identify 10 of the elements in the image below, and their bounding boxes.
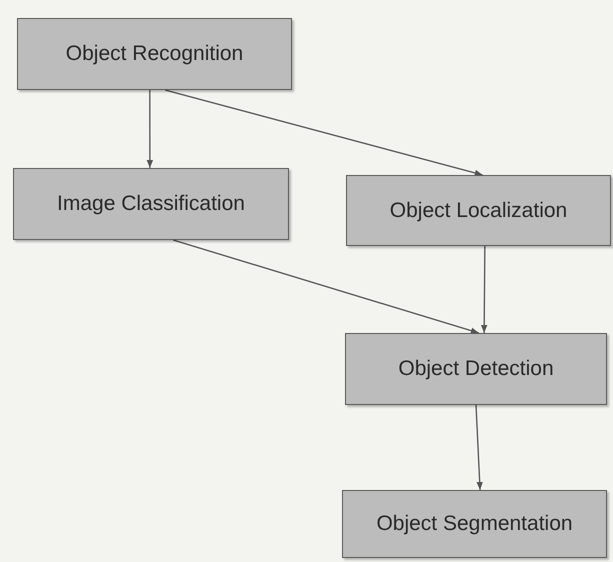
arrow xyxy=(481,246,488,333)
arrow xyxy=(164,89,483,176)
process-box: Image Classification xyxy=(13,168,289,240)
arrow xyxy=(146,90,154,168)
arrow xyxy=(172,239,480,334)
arrow xyxy=(475,404,483,490)
process-box: Object Segmentation xyxy=(342,490,607,558)
process-box: Object Detection xyxy=(345,333,607,405)
process-box: Object Recognition xyxy=(17,18,292,90)
process-box: Object Localization xyxy=(346,175,611,246)
